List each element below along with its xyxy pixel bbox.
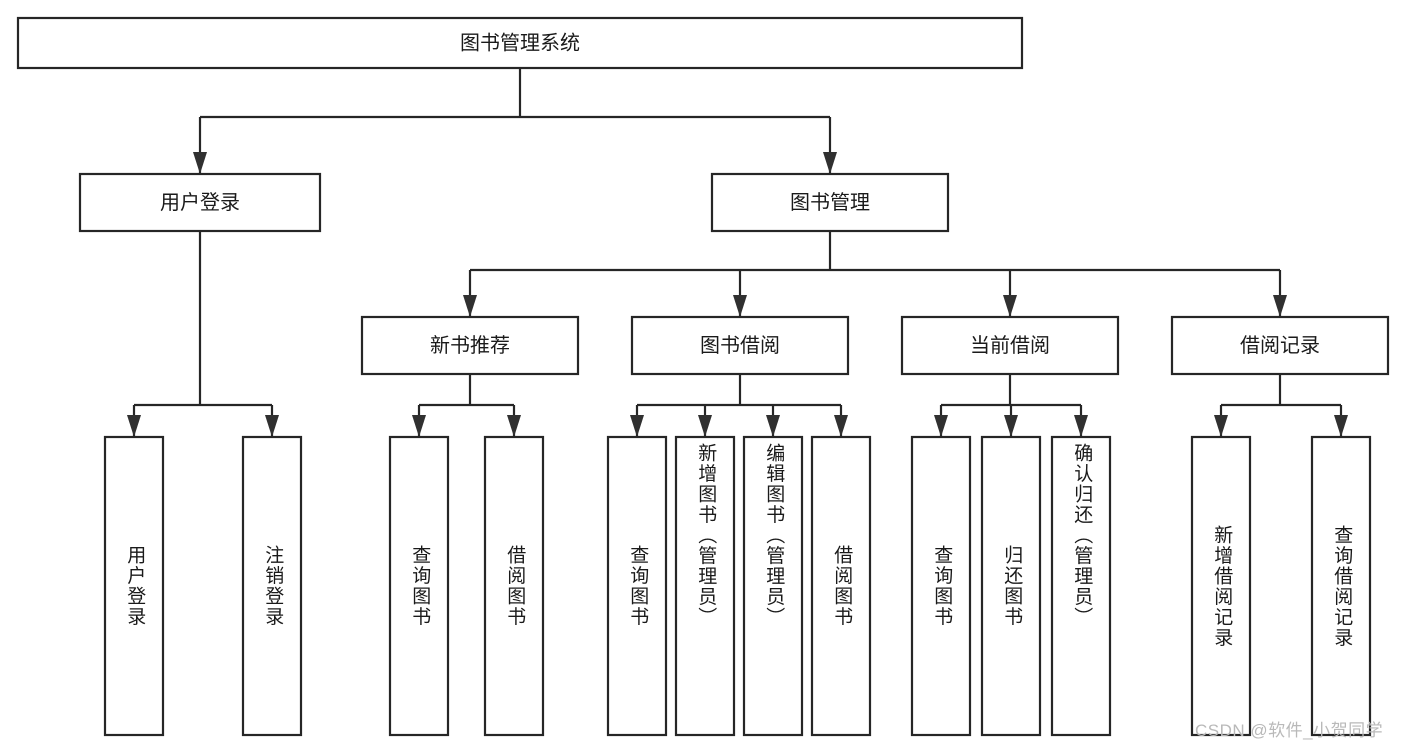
book-borrow-to-leaves-arrow-3 [834, 415, 848, 437]
user-login-to-leaves-arrow-1 [265, 415, 279, 437]
node-box-leaf-add-borrow-record[interactable] [1190, 435, 1252, 737]
book-manage-to-level2-arrow-0 [463, 295, 477, 317]
node-box-new-book-rec[interactable] [360, 315, 580, 376]
csdn-watermark: CSDN @软件_小贺同学 [1195, 721, 1384, 740]
node-box-leaf-query-book-borrow[interactable] [606, 435, 668, 737]
current-borrow-to-leaves-arrow-0 [934, 415, 948, 437]
book-manage-to-level2-arrow-1 [733, 295, 747, 317]
user-login-to-leaves-arrow-0 [127, 415, 141, 437]
node-box-leaf-query-book-current[interactable] [910, 435, 972, 737]
book-borrow-to-leaves-arrow-2 [766, 415, 780, 437]
new-book-rec-to-leaves-arrow-1 [507, 415, 521, 437]
book-borrow-to-leaves-arrow-1 [698, 415, 712, 437]
book-borrow-to-leaves-arrow-0 [630, 415, 644, 437]
connector-layer [127, 68, 1348, 437]
node-label-book-borrow: 图书借阅 [700, 334, 780, 357]
node-box-layer [16, 16, 1390, 737]
current-borrow-to-leaves-arrow-1 [1004, 415, 1018, 437]
node-box-leaf-query-borrow-record[interactable] [1310, 435, 1372, 737]
node-box-borrow-record[interactable] [1170, 315, 1390, 376]
borrow-record-to-leaves-arrow-0 [1214, 415, 1228, 437]
book-manage-to-level2-arrow-2 [1003, 295, 1017, 317]
node-box-user-login[interactable] [78, 172, 322, 233]
node-box-leaf-user-login[interactable] [103, 435, 165, 737]
node-label-root: 图书管理系统 [460, 31, 580, 54]
node-box-leaf-add-book-admin[interactable] [674, 435, 736, 737]
new-book-rec-to-leaves-arrow-0 [412, 415, 426, 437]
node-box-book-borrow[interactable] [630, 315, 850, 376]
node-label-book-manage: 图书管理 [790, 191, 870, 214]
node-box-leaf-return-book[interactable] [980, 435, 1042, 737]
node-box-current-borrow[interactable] [900, 315, 1120, 376]
root-to-level1-arrow-0 [193, 152, 207, 174]
node-box-leaf-query-book-rec[interactable] [388, 435, 450, 737]
node-box-leaf-confirm-return-admin[interactable] [1050, 435, 1112, 737]
borrow-record-to-leaves-arrow-1 [1334, 415, 1348, 437]
node-box-leaf-edit-book-admin[interactable] [742, 435, 804, 737]
node-label-current-borrow: 当前借阅 [970, 334, 1050, 357]
book-manage-to-level2-arrow-3 [1273, 295, 1287, 317]
node-box-leaf-borrow-book-rec[interactable] [483, 435, 545, 737]
node-box-root[interactable] [16, 16, 1024, 70]
node-label-new-book-rec: 新书推荐 [430, 334, 510, 357]
node-box-book-manage[interactable] [710, 172, 950, 233]
node-box-leaf-borrow-book[interactable] [810, 435, 872, 737]
node-label-user-login: 用户登录 [160, 191, 240, 214]
current-borrow-to-leaves-arrow-2 [1074, 415, 1088, 437]
root-to-level1-arrow-1 [823, 152, 837, 174]
node-label-borrow-record: 借阅记录 [1240, 334, 1320, 357]
node-box-leaf-user-logout[interactable] [241, 435, 303, 737]
